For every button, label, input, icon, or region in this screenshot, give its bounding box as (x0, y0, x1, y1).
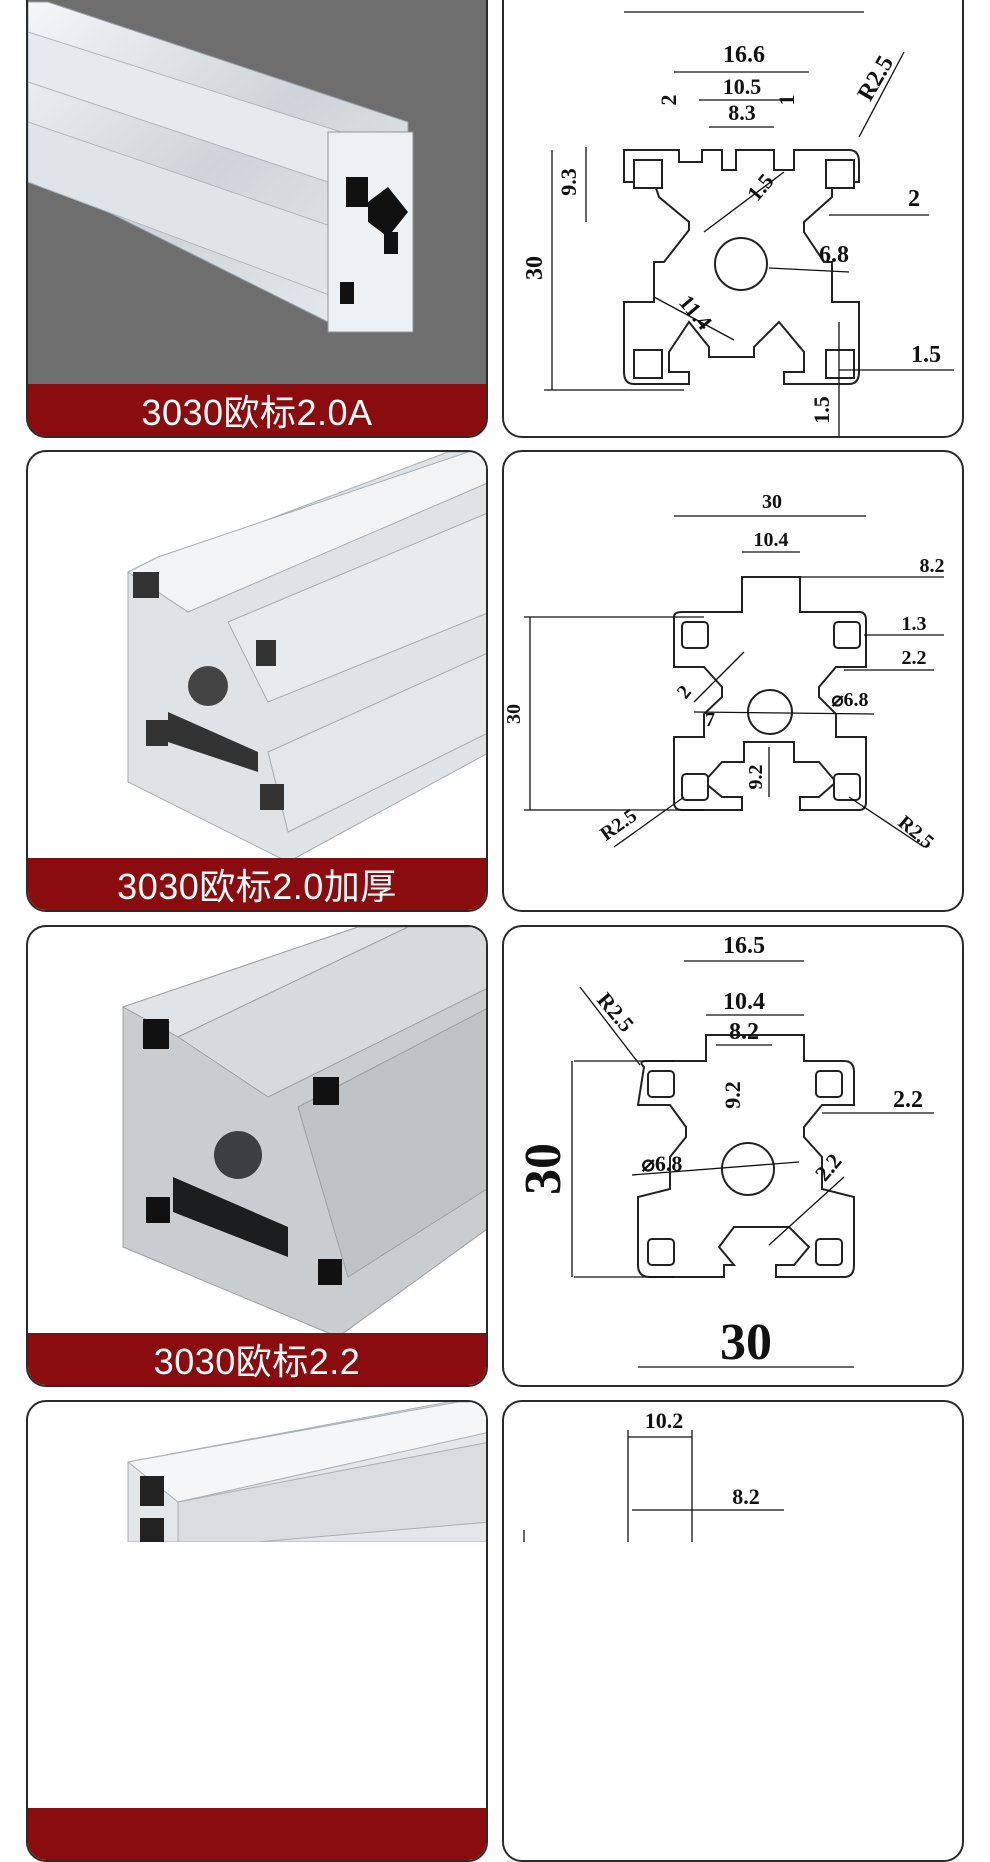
dim-slot-lip: 8.2 (732, 1484, 760, 1509)
dim-wall: 2.2 (893, 1087, 923, 1113)
dim-slot-outer: 10.4 (754, 529, 789, 551)
dim-edge-a: 1.3 (902, 613, 927, 635)
profile-drawing-1: 30 16.6 10.5 8.3 2 1 R2.5 9.3 30 1.5 2 6… (522, 0, 954, 436)
profile-drawing-4: 10.2 8.2 (523, 1408, 784, 1542)
dim-overall-h: 30 (720, 1314, 772, 1371)
dim-top: 30 (762, 491, 782, 513)
product-label: 3030欧标2.0A (28, 384, 486, 436)
dim-bore: 6.8 (819, 242, 849, 268)
dim-edge-b: 2.2 (902, 647, 927, 669)
product-photo-card-1: 3030欧标2.0A (26, 0, 488, 438)
dim-slot-lip: 8.2 (729, 1019, 759, 1045)
dim-slot-outer: 10.2 (645, 1408, 684, 1433)
dim-slot-lip: 8.3 (728, 100, 756, 125)
profile-drawing-2: 30 10.4 8.2 1.3 2.2 2 ⌀6.8 7 30 9.2 R2.5… (504, 491, 945, 854)
dim-radius-right: R2.5 (894, 811, 938, 853)
dim-wall: 2 (908, 186, 920, 212)
dim-bore: ⌀6.8 (642, 1151, 683, 1176)
dim-wall: 2 (673, 681, 696, 703)
product-photo-card-2: 3030欧标2.0加厚 (26, 450, 488, 912)
drawing-card-2: 30 10.4 8.2 1.3 2.2 2 ⌀6.8 7 30 9.2 R2.5… (502, 450, 964, 912)
dim-corner-radius: R2.5 (853, 51, 899, 105)
dim-depth: 9.2 (745, 765, 767, 790)
dim-overall: 30 (522, 256, 548, 280)
product-photo-card-4 (26, 1400, 488, 1862)
aluminum-profile-image (127, 452, 486, 863)
dim-slot-inner: 10.5 (723, 74, 762, 99)
dim-radius-left: R2.5 (596, 805, 641, 846)
product-label: 3030欧标2.0加厚 (28, 858, 486, 910)
dim-overall-v: 30 (515, 1143, 572, 1195)
drawing-card-4: 10.2 8.2 (502, 1400, 964, 1862)
aluminum-profile-image (28, 1, 414, 333)
dim-overall: 30 (504, 704, 525, 724)
aluminum-profile-image (126, 1402, 486, 1542)
dim-height-left: 9.3 (556, 168, 581, 196)
drawing-card-3: 16.5 10.4 8.2 R2.5 9.2 2.2 ⌀6.8 2.2 30 3… (502, 925, 964, 1387)
dim-lip-edge: 1 (774, 95, 799, 106)
profile-drawing-3: 16.5 10.4 8.2 R2.5 9.2 2.2 ⌀6.8 2.2 30 3… (515, 933, 934, 1371)
product-label (28, 1808, 486, 1860)
dim-slot-lip: 8.2 (920, 555, 945, 577)
drawing-card-1: 30 16.6 10.5 8.3 2 1 R2.5 9.3 30 1.5 2 6… (502, 0, 964, 438)
dim-rim-v: 1.5 (809, 396, 834, 424)
dim-lip-thick: 2 (656, 95, 681, 106)
product-label: 3030欧标2.2 (28, 1333, 486, 1385)
product-photo-card-3: 3030欧标2.2 (26, 925, 488, 1387)
dim-depth: 9.2 (720, 1081, 745, 1109)
dim-slot-outer: 16.6 (723, 42, 765, 68)
dim-slot-outer: 16.5 (723, 933, 765, 959)
dim-rim: 1.5 (911, 342, 941, 368)
dim-bore: ⌀6.8 (831, 689, 868, 711)
aluminum-profile-image (121, 927, 486, 1338)
dim-top: 30 (732, 0, 756, 6)
dim-slot-inner: 10.4 (723, 989, 765, 1015)
dim-web: 7 (705, 709, 715, 731)
